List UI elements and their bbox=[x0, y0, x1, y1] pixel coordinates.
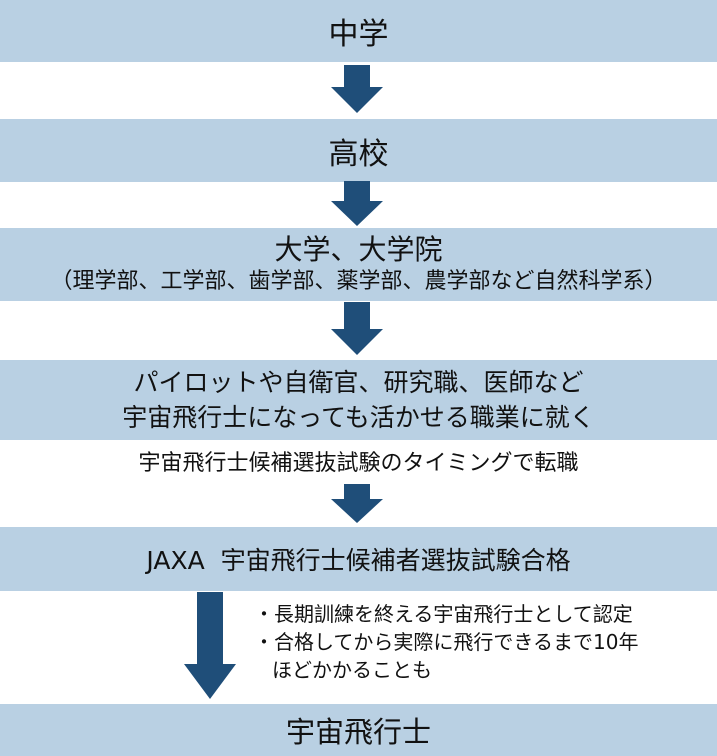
step-university-title: 大学、大学院 bbox=[274, 232, 443, 266]
arrow-down-icon bbox=[331, 484, 383, 523]
step-astronaut: 宇宙飛行士 bbox=[0, 704, 717, 756]
step-high-school: 高校 bbox=[0, 119, 717, 182]
arrow-down-icon bbox=[331, 302, 383, 355]
arrow-down-icon bbox=[331, 181, 383, 226]
step-jaxa-pass: JAXA 宇宙飛行士候補者選抜試験合格 bbox=[0, 527, 717, 591]
step-junior-high: 中学 bbox=[0, 0, 717, 62]
transition-note: 宇宙飛行士候補選抜試験のタイミングで転職 bbox=[138, 451, 579, 476]
step-jaxa-pass-label: JAXA 宇宙飛行士候補者選抜試験合格 bbox=[146, 546, 571, 575]
final-note-2: ・合格してから実際に飛行できるまで10年 bbox=[254, 630, 639, 654]
arrow-down-icon bbox=[184, 592, 236, 699]
arrow-down-icon bbox=[331, 65, 383, 113]
step-high-school-label: 高校 bbox=[328, 136, 389, 172]
step-career-line-1: パイロットや自衛官、研究職、医師など bbox=[133, 368, 584, 397]
step-university-faculties: （理学部、工学部、歯学部、薬学部、農学部など自然科学系） bbox=[50, 268, 667, 294]
step-junior-high-label: 中学 bbox=[328, 17, 389, 52]
final-note-3: ほどかかることも bbox=[272, 658, 432, 682]
step-university: 大学、大学院 （理学部、工学部、歯学部、薬学部、農学部など自然科学系） bbox=[0, 228, 717, 301]
step-career-line-2: 宇宙飛行士になっても活かせる職業に就く bbox=[122, 403, 595, 432]
step-career: パイロットや自衛官、研究職、医師など 宇宙飛行士になっても活かせる職業に就く bbox=[0, 360, 717, 440]
final-note-1: ・長期訓練を終える宇宙飛行士として認定 bbox=[254, 602, 633, 626]
step-astronaut-label: 宇宙飛行士 bbox=[285, 715, 431, 749]
